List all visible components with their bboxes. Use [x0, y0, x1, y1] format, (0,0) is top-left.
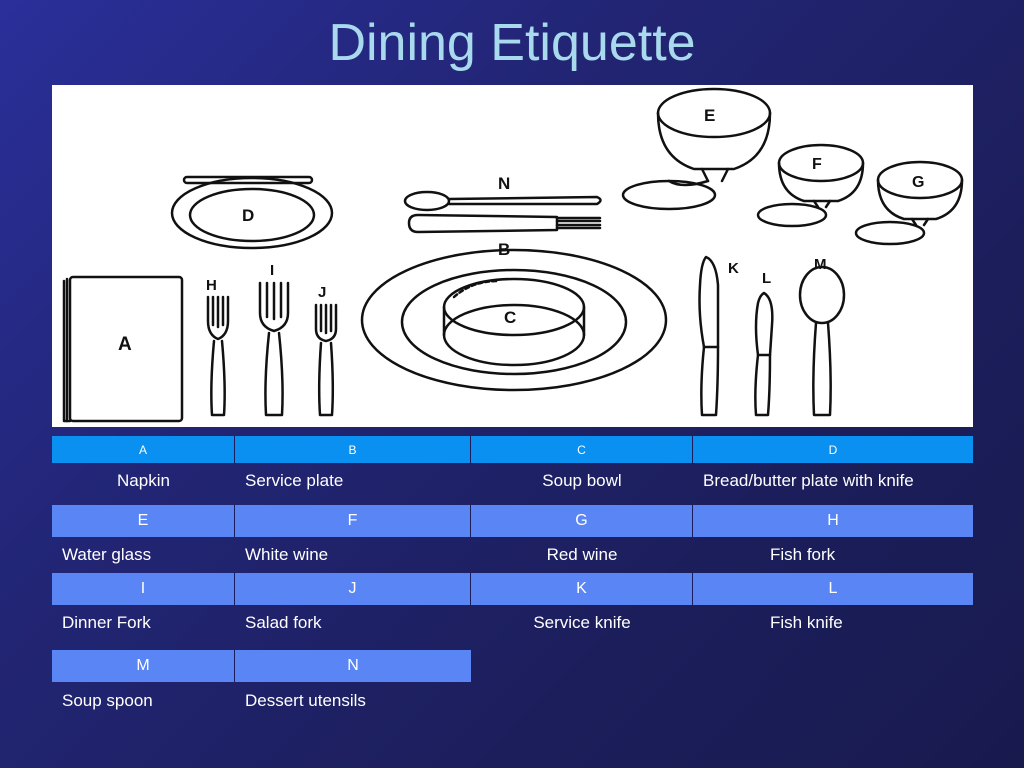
data-cell: Service knife: [533, 613, 631, 632]
data-cell: Salad fork: [245, 613, 322, 632]
letter-label: F: [812, 156, 822, 173]
letter-label: N: [498, 174, 510, 193]
header-cell: I: [52, 573, 235, 605]
data-cell: Fish fork: [770, 545, 836, 564]
letter-label: L: [762, 270, 771, 287]
header-cell: K: [471, 573, 693, 605]
letter-label: M: [814, 256, 827, 273]
data-cell: Water glass: [62, 545, 152, 564]
fork-i-drawing: I: [258, 262, 290, 417]
letter-label: D: [242, 206, 254, 225]
fish-knife-drawing: L: [754, 270, 774, 417]
header-cell: N: [235, 650, 471, 682]
napkin-drawing: A: [62, 275, 184, 423]
table-data-row: Soup spoon Dessert utensils: [52, 685, 471, 717]
data-cell: Soup bowl: [542, 471, 622, 490]
header-cell: C: [471, 436, 693, 463]
white-wine-glass-drawing: F: [756, 143, 865, 228]
soup-spoon-drawing: M: [798, 256, 846, 417]
data-cell: Bread/butter plate with knife: [703, 471, 914, 490]
service-plate-drawing: B: [360, 240, 668, 392]
letter-label: K: [728, 260, 739, 277]
data-cell: Service plate: [245, 471, 344, 490]
table-data-row: Napkin Service plate Soup bowl Bread/but…: [52, 465, 973, 497]
data-cell: Soup spoon: [62, 691, 153, 710]
table-header-row: I J K L: [52, 573, 973, 605]
data-cell: Red wine: [546, 545, 618, 564]
header-cell: A: [52, 436, 235, 463]
place-setting-illustration: A D H I J: [52, 85, 973, 427]
table-data-row: Water glass White wine Red wine Fish for…: [52, 539, 973, 571]
service-knife-drawing: K: [698, 255, 739, 417]
table-header-row: M N: [52, 650, 471, 682]
table-data-row: Dinner Fork Salad fork Service knife Fis…: [52, 607, 973, 639]
header-cell: F: [235, 505, 471, 537]
letter-label: H: [206, 277, 217, 294]
red-wine-glass-drawing: G: [854, 160, 964, 246]
letter-label: E: [704, 106, 715, 125]
header-cell: M: [52, 650, 235, 682]
soup-bowl-drawing: C: [442, 277, 586, 367]
header-cell: G: [471, 505, 693, 537]
table-header-row: A B C D: [52, 436, 973, 463]
fork-j-drawing: J: [314, 284, 338, 417]
letter-label: J: [318, 284, 326, 301]
header-cell: H: [693, 505, 973, 537]
data-cell: Dessert utensils: [245, 691, 366, 710]
data-cell: Napkin: [117, 471, 170, 490]
data-cell: Fish knife: [770, 613, 843, 632]
fork-h-drawing: H: [206, 277, 230, 417]
letter-label: B: [498, 240, 510, 259]
header-cell: D: [693, 436, 973, 463]
data-cell: Dinner Fork: [62, 613, 151, 632]
table-header-row: E F G H: [52, 505, 973, 537]
header-cell: E: [52, 505, 235, 537]
dessert-utensils-drawing: N: [403, 174, 602, 234]
header-cell: L: [693, 573, 973, 605]
data-cell: White wine: [245, 545, 329, 564]
slide-title: Dining Etiquette: [328, 14, 696, 72]
letter-label: G: [912, 174, 924, 191]
header-cell: B: [235, 436, 471, 463]
letter-label: A: [118, 334, 132, 355]
letter-label: C: [504, 308, 516, 327]
header-cell: J: [235, 573, 471, 605]
letter-label: I: [270, 262, 274, 279]
bread-plate-drawing: D: [170, 175, 334, 250]
water-glass-drawing: E: [621, 87, 772, 211]
